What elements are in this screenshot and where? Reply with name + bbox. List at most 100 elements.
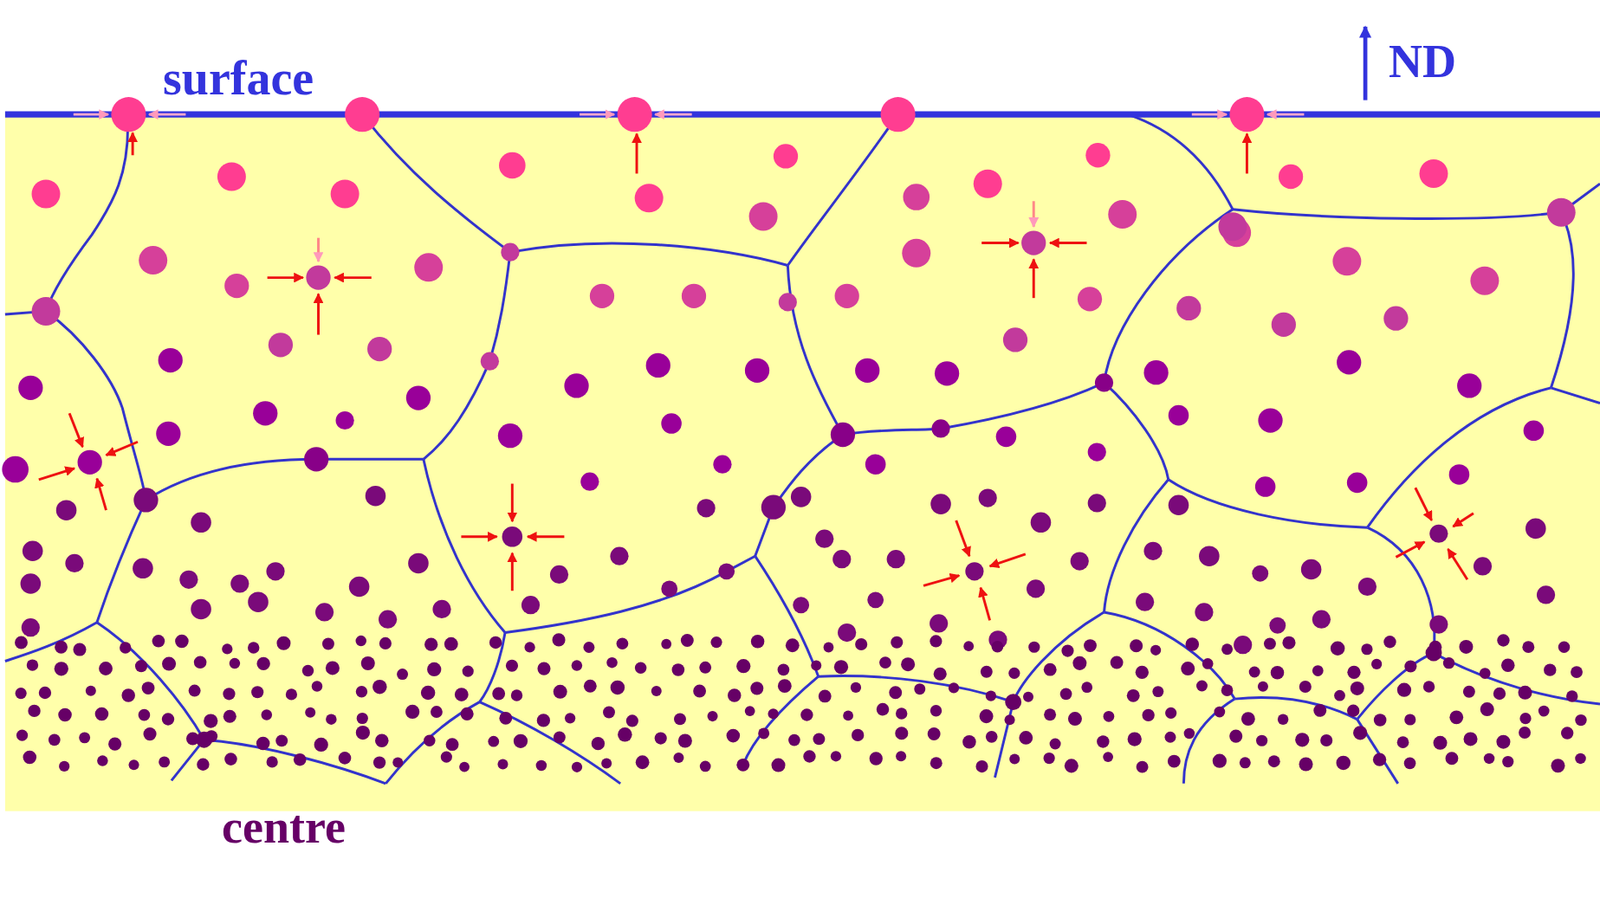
shape [1104, 209, 1233, 383]
precipitate [1470, 266, 1499, 296]
precipitate [1129, 639, 1143, 653]
precipitate [305, 265, 331, 290]
precipitate [108, 738, 122, 752]
precipitate [830, 422, 856, 447]
precipitate [1371, 659, 1382, 670]
precipitate [1404, 713, 1416, 726]
surface-precipitates [110, 97, 1264, 132]
arrow [980, 588, 991, 622]
precipitate [224, 752, 238, 766]
shape [1550, 212, 1574, 389]
precipitate [673, 712, 687, 726]
precipitate [835, 284, 860, 309]
precipitate [129, 759, 140, 771]
precipitate [27, 705, 40, 718]
precipitate [818, 689, 832, 703]
precipitate [58, 708, 72, 723]
precipitate [26, 659, 39, 671]
precipitate [1449, 464, 1471, 486]
shape [97, 622, 205, 782]
precipitate [602, 706, 616, 720]
precipitate [1566, 690, 1578, 702]
precipitate [1194, 602, 1213, 622]
precipitate [777, 664, 791, 677]
shape [362, 114, 511, 253]
precipitate [1383, 306, 1408, 331]
precipitate [930, 757, 943, 770]
precipitate [902, 183, 930, 211]
stress-arrows [318, 200, 1035, 261]
precipitate [865, 453, 887, 475]
precipitate [1043, 663, 1057, 677]
precipitate [138, 709, 151, 722]
shape [1366, 527, 1434, 654]
precipitate [1043, 752, 1056, 765]
precipitate [1102, 751, 1114, 763]
precipitate [699, 761, 712, 773]
precipitate [1493, 687, 1506, 700]
precipitate [1445, 751, 1459, 765]
arrow [1447, 549, 1467, 580]
arrow [38, 468, 75, 480]
precipitate [444, 637, 459, 652]
precipitate [361, 656, 376, 671]
precipitate [1463, 731, 1478, 746]
precipitate [1004, 693, 1022, 711]
precipitate [551, 633, 565, 647]
precipitate [876, 703, 890, 717]
precipitate [888, 686, 902, 700]
precipitate [895, 751, 907, 762]
arrow [106, 441, 139, 455]
precipitate [261, 709, 273, 720]
precipitate [736, 659, 751, 674]
precipitate [660, 413, 682, 435]
precipitate [810, 660, 822, 671]
precipitate [152, 634, 166, 648]
precipitate [38, 686, 52, 700]
precipitate [77, 450, 103, 475]
precipitate [1168, 405, 1190, 427]
precipitate [1255, 476, 1277, 498]
precipitate [356, 635, 367, 647]
precipitate [768, 708, 779, 720]
precipitate [837, 623, 856, 642]
precipitate [803, 750, 816, 763]
shape [5, 114, 129, 315]
precipitate [54, 661, 69, 676]
precipitate [1332, 246, 1361, 276]
precipitate [1347, 472, 1368, 494]
shape [1183, 699, 1235, 784]
precipitate [1202, 658, 1214, 670]
precipitate [217, 162, 247, 192]
arrow [317, 238, 320, 262]
precipitate [1241, 712, 1256, 726]
precipitate [1312, 665, 1324, 677]
precipitate [1064, 758, 1079, 773]
precipitate [699, 661, 712, 674]
precipitate [293, 753, 307, 767]
surface-label: surface [162, 53, 314, 103]
precipitate [834, 660, 849, 674]
precipitate [266, 756, 279, 768]
precipitate [693, 685, 707, 699]
arrow [579, 113, 615, 117]
precipitate [718, 563, 735, 580]
arrow [654, 113, 692, 117]
precipitate [1358, 577, 1377, 596]
precipitate [315, 602, 334, 622]
precipitate [1268, 755, 1281, 768]
precipitate [454, 687, 469, 702]
precipitate [524, 641, 535, 653]
precipitate [1496, 735, 1510, 750]
precipitate [275, 734, 288, 747]
shape [385, 633, 506, 784]
precipitate [788, 734, 801, 747]
precipitate [900, 657, 915, 672]
shape [743, 676, 819, 765]
precipitate [1270, 666, 1285, 681]
precipitate [1301, 559, 1322, 581]
precipitate [194, 656, 208, 670]
precipitate [1110, 656, 1124, 670]
precipitate [973, 169, 1003, 199]
